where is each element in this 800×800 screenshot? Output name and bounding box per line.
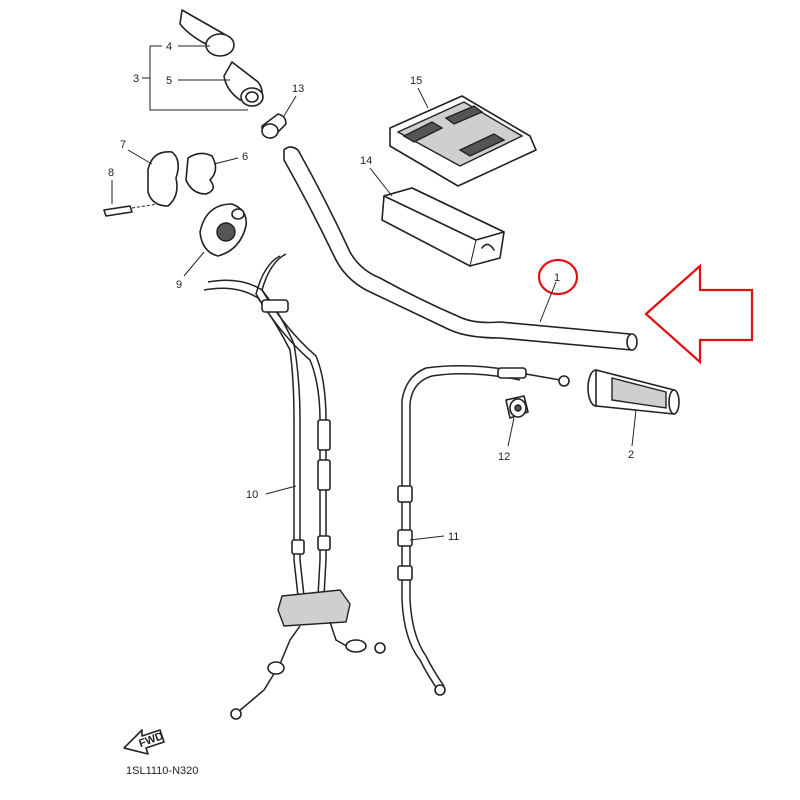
- callout-7: 7: [120, 139, 126, 151]
- callout-9: 9: [176, 279, 182, 291]
- handlebar-1: [283, 146, 638, 351]
- callout-10: 10: [246, 489, 258, 501]
- throttle-housing: [103, 151, 217, 217]
- callout-14: 14: [360, 155, 372, 167]
- callout-11: 11: [448, 531, 459, 543]
- callout-6: 6: [242, 151, 248, 163]
- red-arrow-icon: [644, 263, 754, 365]
- throttle-cables-10: [203, 253, 386, 720]
- highlight-circle: [537, 258, 579, 296]
- callout-5: 5: [166, 75, 172, 87]
- callout-4: 4: [166, 41, 172, 53]
- callout-2: 2: [628, 449, 634, 461]
- handlebar-pad-14: [381, 187, 505, 267]
- callout-12: 12: [498, 451, 510, 463]
- cover-15: [389, 95, 537, 187]
- callout-8: 8: [108, 167, 114, 179]
- clutch-cable-11: [397, 365, 570, 696]
- callout-13: 13: [292, 83, 304, 95]
- collar-13: [261, 113, 287, 139]
- diagram-code: 1SL1110-N320: [126, 765, 198, 777]
- fwd-arrow-icon: FWD: [123, 729, 165, 755]
- throttle-grip-assembly: [179, 9, 264, 107]
- callout-3: 3: [133, 73, 139, 85]
- throttle-cover-9: [199, 203, 248, 257]
- callout-15: 15: [410, 75, 422, 87]
- grip-2: [587, 369, 680, 415]
- callout-1: 1: [554, 272, 560, 284]
- adjuster-12: [505, 395, 529, 419]
